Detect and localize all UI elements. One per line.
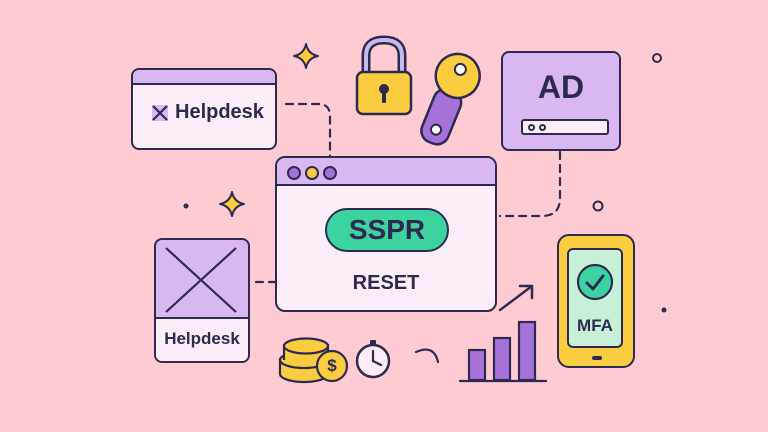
sparkle-icon	[219, 191, 245, 217]
checkmark-icon	[576, 263, 614, 301]
helpdesk-left-footer: Helpdesk	[156, 317, 248, 361]
decor-curve	[414, 348, 440, 364]
mfa-label: MFA	[577, 316, 613, 335]
connector-ad-to-sspr	[498, 150, 562, 218]
phone-home-button	[592, 356, 602, 360]
bar-chart-icon	[458, 320, 548, 383]
sspr-browser-window: SSPR RESET	[275, 156, 497, 312]
helpdesk-card-left: Helpdesk	[154, 238, 250, 363]
phone-screen: MFA	[567, 248, 623, 348]
x-mark-icon	[152, 104, 168, 121]
ad-card: AD	[501, 51, 621, 151]
password-dot-icon	[528, 124, 535, 131]
ad-label: AD	[537, 69, 585, 105]
window-dot-icon	[287, 166, 301, 180]
window-title-bar	[277, 158, 495, 186]
window-dot-icon	[323, 166, 337, 180]
dollar-sign: $	[327, 356, 337, 375]
decor-ring	[652, 53, 662, 63]
helpdesk-left-label: Helpdesk	[164, 329, 240, 348]
password-dot-icon	[539, 124, 546, 131]
decor-ring	[592, 200, 604, 212]
connector-helpdesk-to-sspr	[284, 102, 332, 158]
helpdesk-card-top-bar	[133, 70, 275, 85]
key-icon	[420, 52, 481, 146]
helpdesk-top-label: Helpdesk	[175, 101, 264, 123]
coins-icon	[278, 337, 349, 384]
mfa-phone: MFA	[557, 234, 635, 368]
trend-arrow-icon	[498, 284, 534, 312]
decor-dot	[661, 307, 667, 313]
decor-dot	[183, 203, 189, 209]
ad-password-field	[521, 119, 609, 135]
clock-icon	[355, 340, 391, 379]
x-mark-icon	[165, 247, 237, 313]
sparkle-icon	[293, 43, 319, 69]
helpdesk-card-top: Helpdesk	[131, 68, 277, 150]
reset-label: RESET	[352, 272, 420, 294]
window-dot-icon	[305, 166, 319, 180]
padlock-icon	[355, 35, 413, 116]
sspr-pill[interactable]: SSPR	[325, 208, 449, 252]
